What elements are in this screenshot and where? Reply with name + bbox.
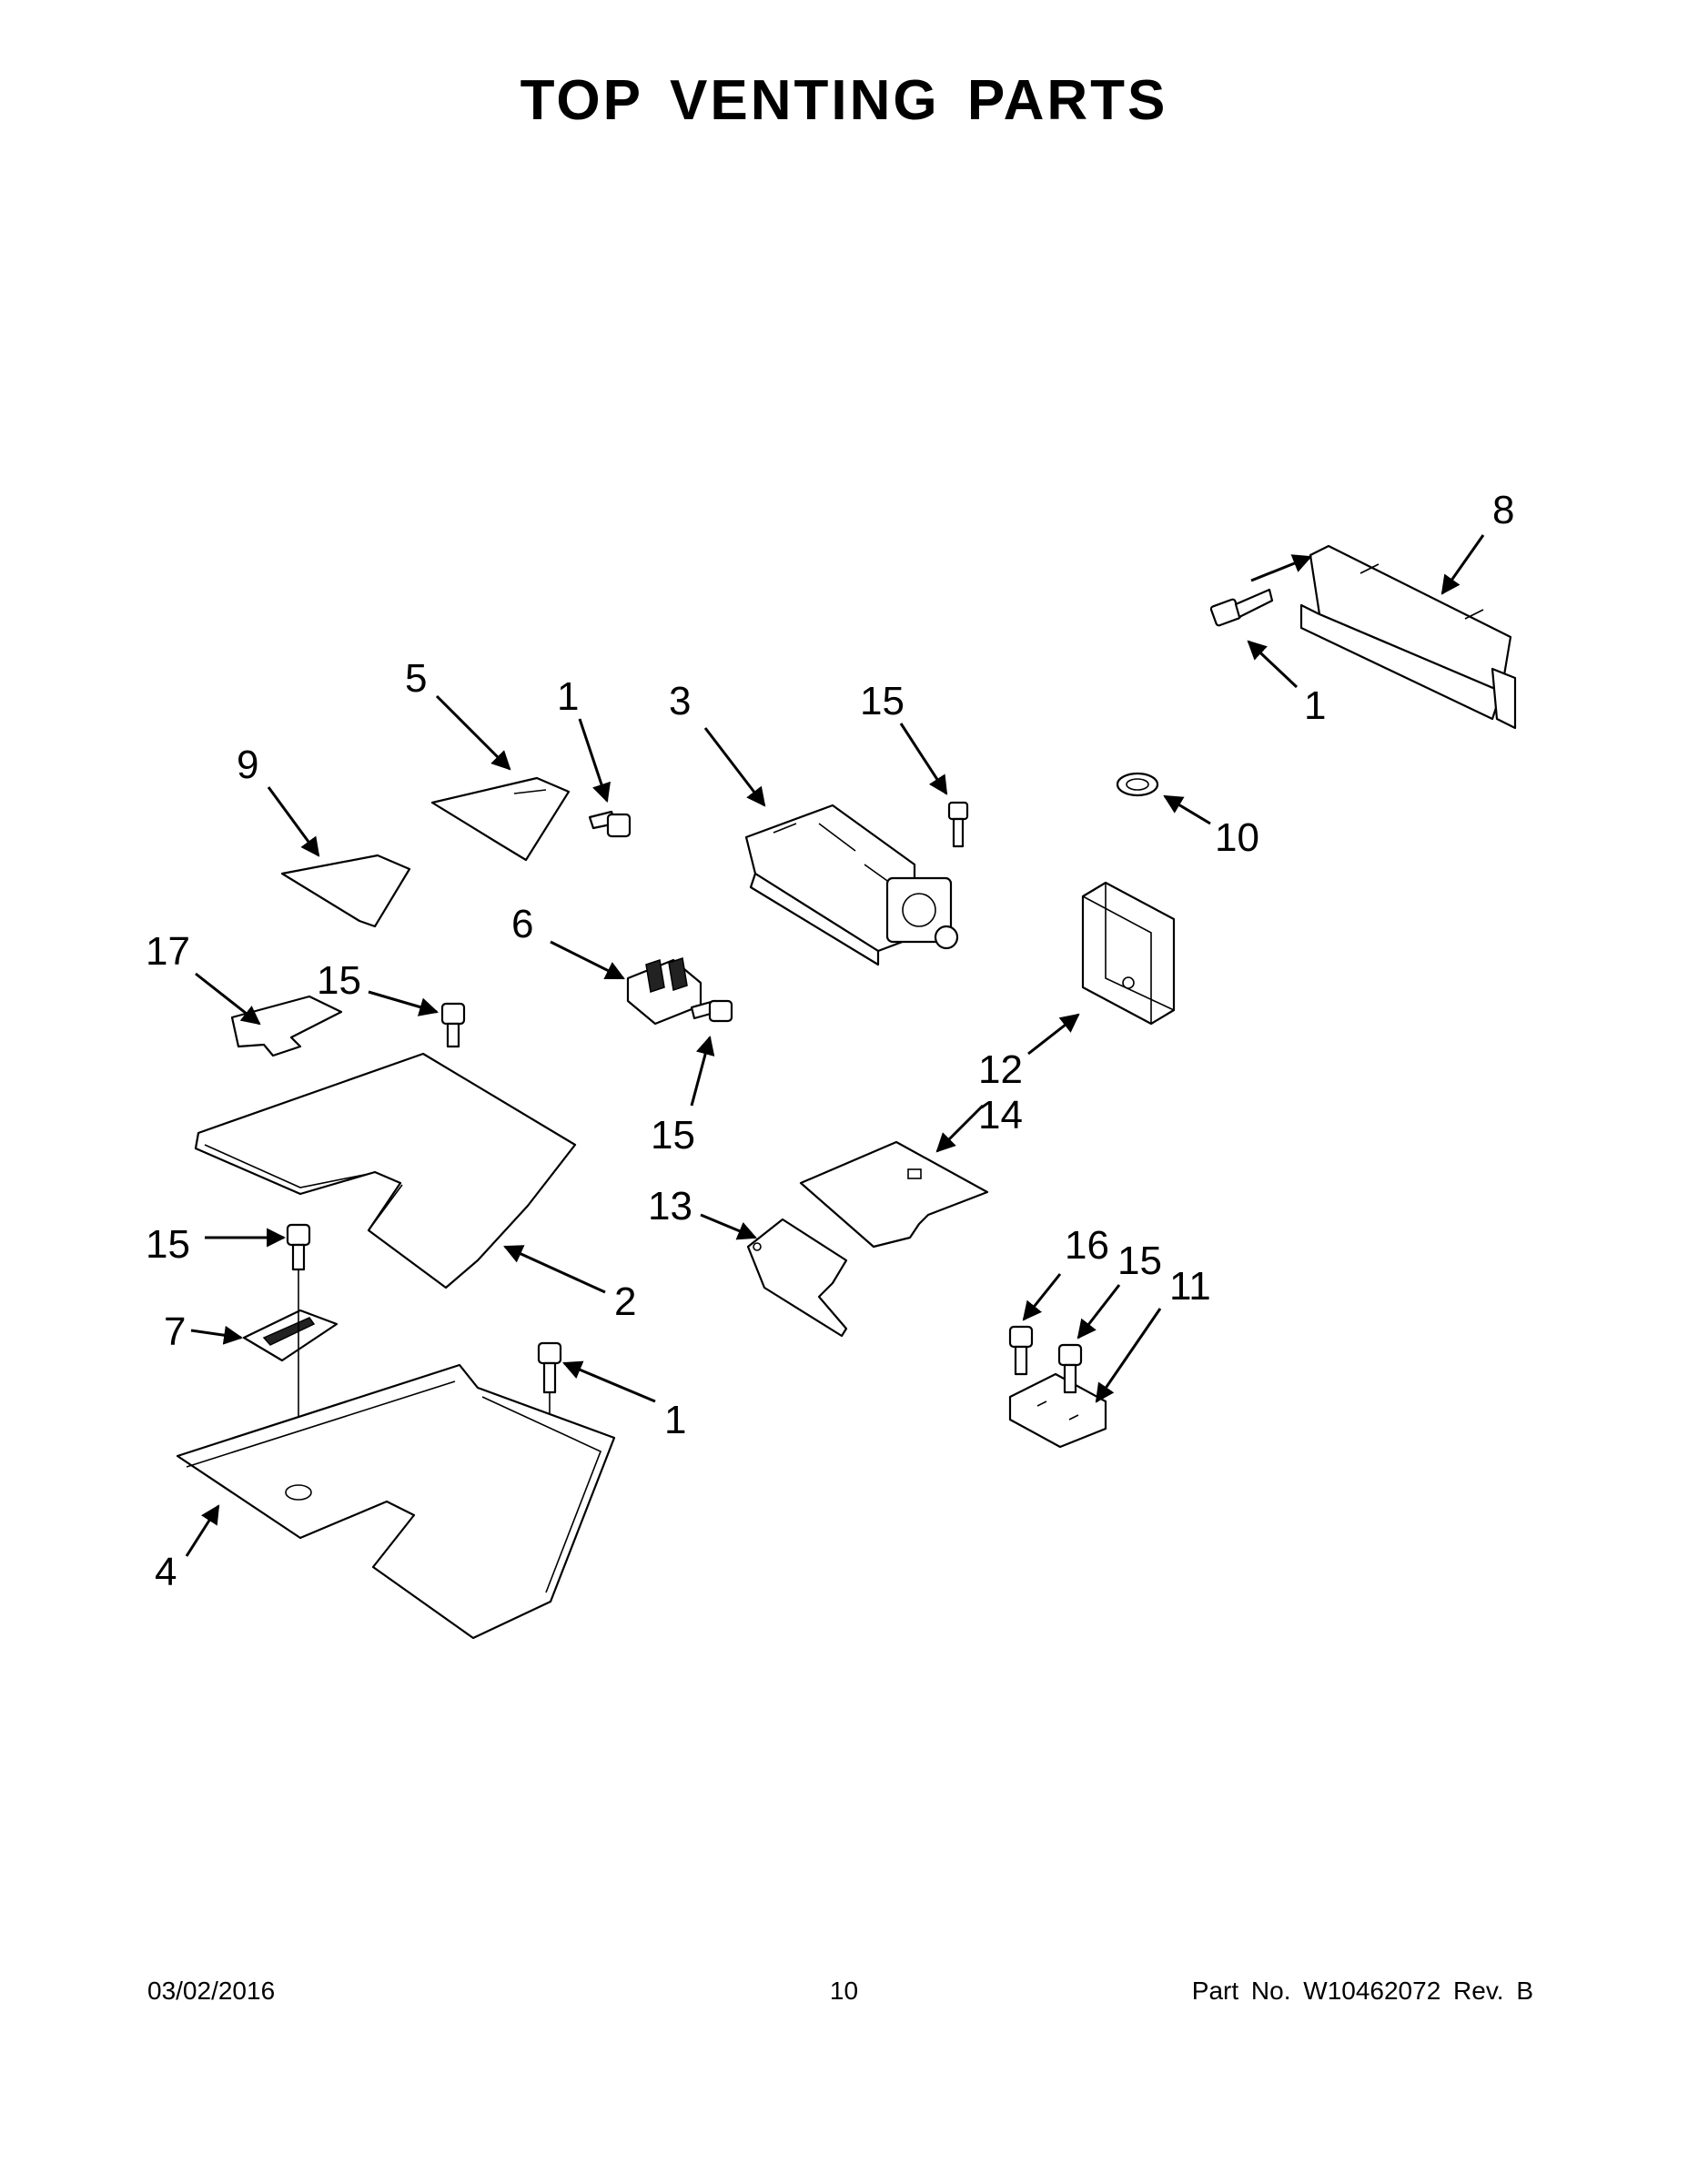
- callout-17: 17: [146, 929, 190, 974]
- part-1-screw-top-right: [1209, 588, 1274, 627]
- footer-part-number: Part No. W10462072 Rev. B: [1191, 1977, 1533, 2005]
- part-17-gasket: [230, 995, 343, 1057]
- part-4-base-pan: [176, 1363, 616, 1640]
- callout-11: 11: [1169, 1264, 1211, 1309]
- part-2-panel: [194, 1052, 577, 1289]
- callout-7: 7: [164, 1309, 186, 1354]
- callout-15: 15: [317, 958, 361, 1003]
- callout-12: 12: [978, 1047, 1023, 1092]
- callout-3: 3: [669, 679, 691, 723]
- footer-date: 03/02/2016: [147, 1977, 276, 2005]
- callout-15: 15: [860, 679, 905, 723]
- part-10-washer: [1116, 772, 1159, 797]
- callout-labels: 8 1 5 1 3 15 9 10 6 17 15 12 14 15 13 15…: [146, 488, 1514, 1594]
- part-15-screw-relay: [690, 999, 733, 1023]
- callout-1: 1: [557, 674, 579, 719]
- leader-arrows: [185, 534, 1485, 1557]
- part-1-screw-middle: [588, 810, 632, 838]
- callout-15: 15: [651, 1113, 695, 1158]
- part-14-plate: [799, 1140, 989, 1249]
- callout-8: 8: [1492, 488, 1514, 532]
- part-15-screw-terminal: [1057, 1343, 1083, 1394]
- callout-13: 13: [648, 1184, 692, 1228]
- callout-15: 15: [146, 1222, 190, 1267]
- callout-1: 1: [1304, 683, 1326, 728]
- part-15-screw-bracket: [286, 1223, 311, 1271]
- part-15-screw-motor: [947, 801, 969, 848]
- part-12-junction-box: [1081, 881, 1176, 1026]
- part-16-screw: [1008, 1325, 1034, 1376]
- callout-2: 2: [614, 1279, 636, 1324]
- callout-5: 5: [405, 656, 427, 701]
- callout-10: 10: [1215, 815, 1259, 860]
- callout-4: 4: [155, 1550, 177, 1594]
- part-9-plate: [280, 854, 411, 928]
- footer-page-number: 10: [829, 1977, 859, 2005]
- part-15-screw-left: [440, 1002, 466, 1048]
- part-5-plate: [430, 776, 571, 862]
- part-3-motor-assembly: [744, 804, 959, 966]
- page-title: TOP VENTING PARTS: [520, 69, 1168, 132]
- callout-14: 14: [978, 1093, 1023, 1138]
- callout-16: 16: [1065, 1223, 1109, 1268]
- part-11-terminal-block: [1008, 1372, 1107, 1449]
- callout-15: 15: [1117, 1239, 1162, 1283]
- part-13-plate: [746, 1218, 848, 1338]
- part-8-vent-bracket: [1299, 544, 1517, 730]
- part-6-relay: [626, 957, 702, 1026]
- callout-1: 1: [664, 1398, 686, 1442]
- callout-6: 6: [511, 902, 533, 946]
- callout-9: 9: [237, 743, 258, 787]
